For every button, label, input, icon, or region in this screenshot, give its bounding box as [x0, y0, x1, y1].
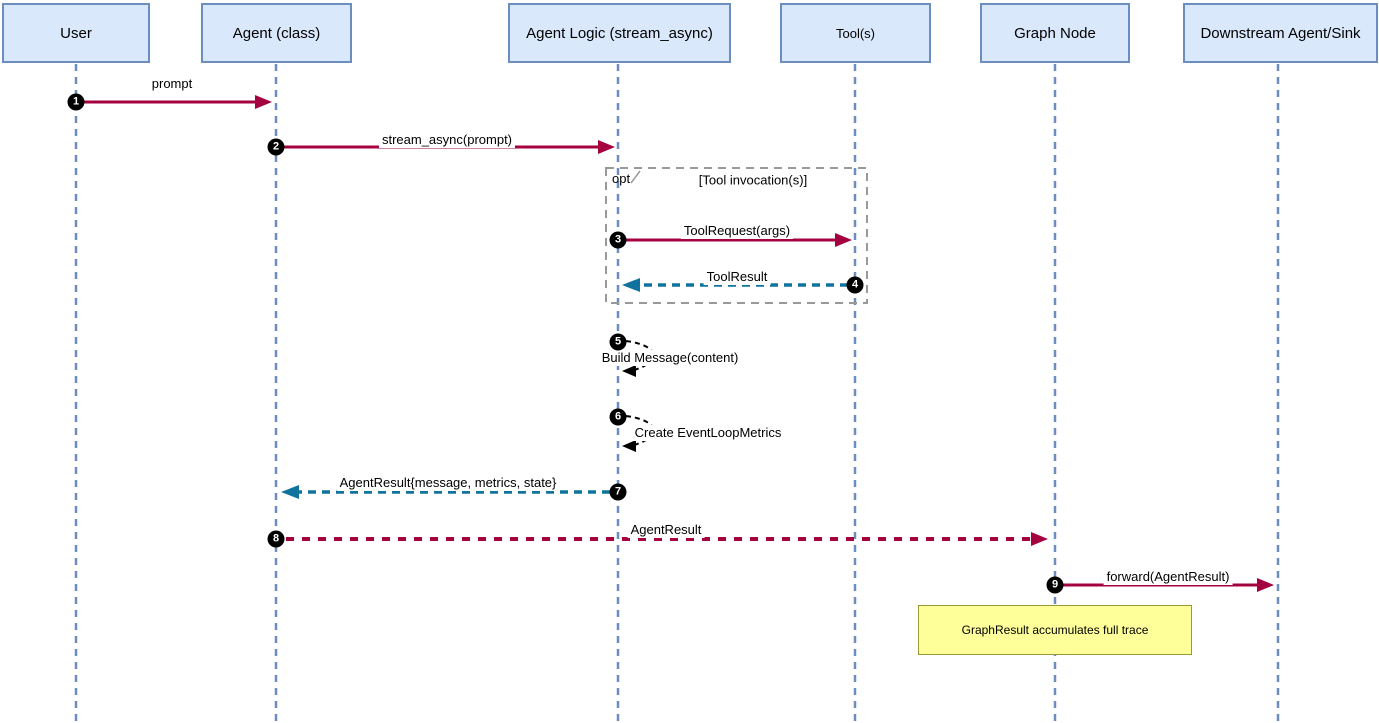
opt-operator-tick: [630, 170, 641, 184]
opt-guard-label: [Tool invocation(s)]: [695, 172, 811, 188]
actor-user: User: [2, 3, 150, 63]
message-label-build-message: Build Message(content): [598, 350, 742, 366]
step-badge-7: 7: [609, 483, 627, 501]
message-label-tool-result: ToolResult: [703, 269, 771, 285]
step-badge-3: 3: [609, 231, 627, 249]
message-label-create-metrics: Create EventLoopMetrics: [631, 425, 785, 441]
step-badge-1: 1: [67, 93, 85, 111]
actor-agent-class: Agent (class): [201, 3, 352, 63]
message-label-prompt: prompt: [148, 76, 196, 92]
actor-downstream: Downstream Agent/Sink: [1183, 3, 1378, 63]
note-graphresult: GraphResult accumulates full trace: [918, 605, 1192, 655]
message-label-stream-async: stream_async(prompt): [378, 132, 516, 148]
message-label-forward: forward(AgentResult): [1103, 569, 1233, 585]
opt-operator-label: opt: [612, 171, 631, 186]
arrow-prompt: [84, 95, 272, 109]
step-badge-4: 4: [846, 276, 864, 294]
opt-fragment-frame: [605, 167, 868, 304]
message-label-tool-request: ToolRequest(args): [680, 223, 794, 239]
step-badge-5: 5: [609, 333, 627, 351]
message-label-agent-result-return: AgentResult{message, metrics, state}: [336, 475, 560, 491]
arrow-agent-result-forward: [286, 532, 1048, 546]
arrow-tool-result: [622, 278, 848, 292]
arrow-agent-result-return: [281, 485, 610, 499]
actor-tools: Tool(s): [780, 3, 931, 63]
step-badge-6: 6: [609, 408, 627, 426]
arrow-forward-agent-result: [1063, 578, 1274, 592]
step-badge-8: 8: [267, 530, 285, 548]
actor-graph-node: Graph Node: [980, 3, 1130, 63]
actor-agent-logic: Agent Logic (stream_async): [508, 3, 731, 63]
step-badge-9: 9: [1046, 576, 1064, 594]
step-badge-2: 2: [267, 138, 285, 156]
arrow-tool-request: [626, 233, 852, 247]
message-label-agent-result: AgentResult: [627, 522, 705, 538]
